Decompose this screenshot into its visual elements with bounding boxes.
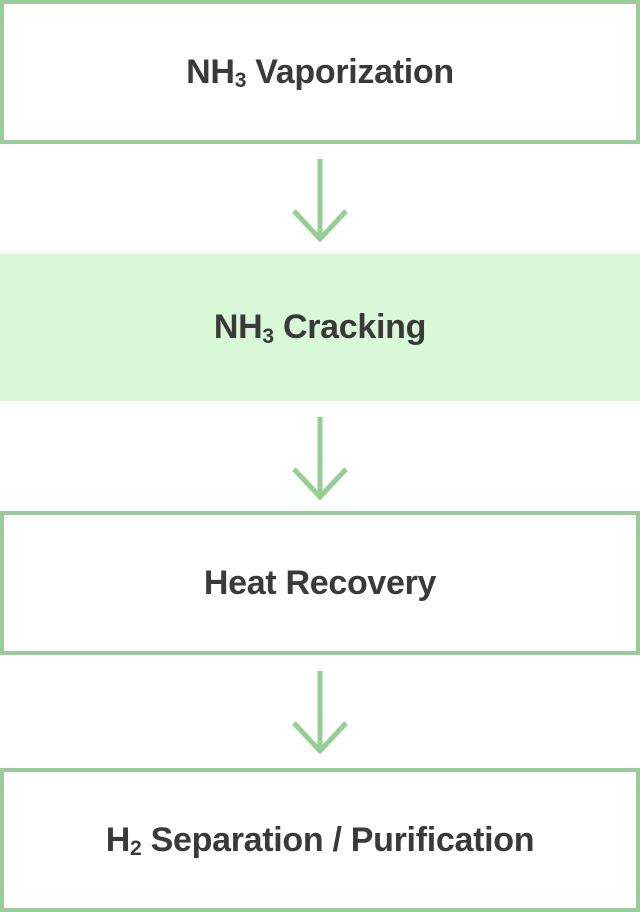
- label-text: Separation / Purification: [141, 820, 535, 859]
- step-heat-recovery: Heat Recovery: [0, 511, 640, 655]
- step-nh3-cracking: NH3 Cracking: [0, 254, 640, 401]
- step-label-nh3-vaporization: NH3 Vaporization: [186, 53, 454, 92]
- step-nh3-vaporization: NH3 Vaporization: [0, 0, 640, 144]
- label-text: Heat Recovery: [203, 563, 437, 602]
- step-label-heat-recovery: Heat Recovery: [203, 563, 437, 603]
- arrow-down-icon: [290, 416, 350, 500]
- label-text: Cracking: [273, 308, 427, 346]
- label-text: Vaporization: [246, 52, 454, 91]
- step-label-h2-separation-purification: H2 Separation / Purification: [105, 820, 535, 861]
- formula-subscript: 2: [130, 837, 142, 861]
- formula-text: H: [105, 820, 131, 859]
- formula-text: NH: [213, 308, 263, 346]
- arrow-down-icon: [290, 670, 350, 754]
- step-label-nh3-cracking: NH3 Cracking: [213, 308, 427, 348]
- step-h2-separation-purification: H2 Separation / Purification: [0, 768, 640, 912]
- formula-subscript: 3: [234, 69, 247, 93]
- formula-text: NH: [186, 52, 235, 91]
- formula-subscript: 3: [262, 324, 274, 348]
- arrow-down-icon: [290, 158, 350, 242]
